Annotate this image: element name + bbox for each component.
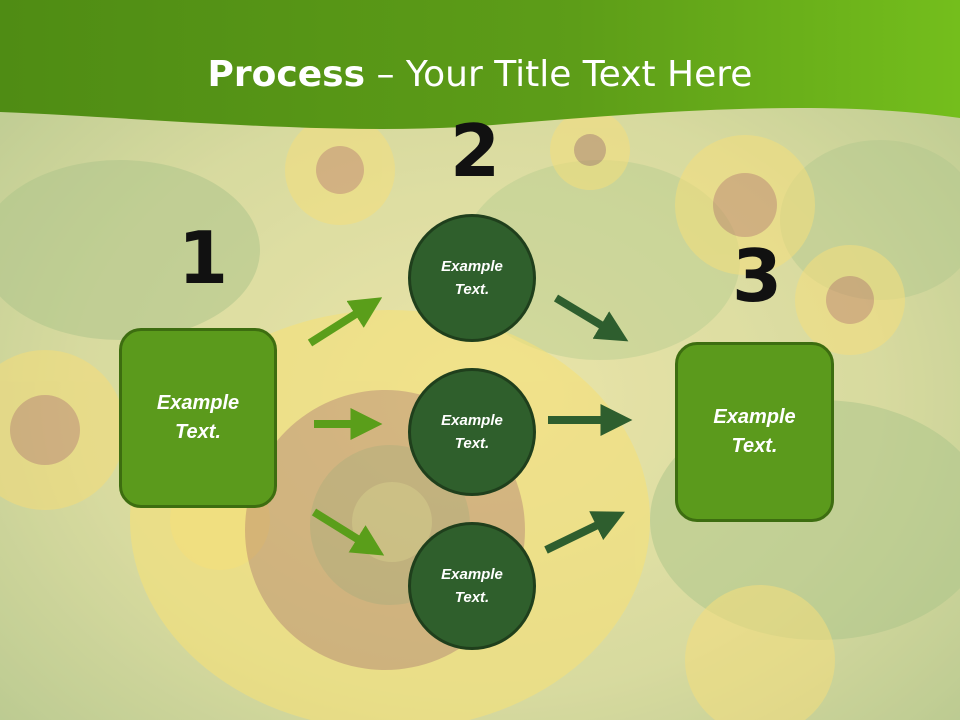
step-number-1: 1 [178, 216, 229, 300]
step-number-2: 2 [450, 109, 501, 193]
right-process-box: Example Text. [675, 342, 834, 522]
circle-middle-line1: Example [441, 412, 503, 429]
circle-top-line2: Text. [454, 281, 490, 298]
page-title: Process – Your Title Text Here [0, 54, 960, 95]
title-bold: Process [207, 54, 366, 95]
left-process-box: Example Text. [119, 328, 277, 508]
process-circle-top: Example Text. [408, 214, 536, 342]
left-box-line1: Example [156, 392, 240, 414]
left-box-line2: Text. [175, 421, 221, 443]
circle-bottom-line2: Text. [454, 589, 490, 606]
arrow-bottom-to-right [544, 511, 625, 554]
arrow-left-to-bottom [311, 508, 385, 556]
step-number-3: 3 [732, 234, 783, 318]
arrow-top-to-right [553, 294, 629, 342]
header-band [0, 0, 960, 129]
title-rest: – Your Title Text Here [365, 54, 753, 95]
right-box-line2: Text. [731, 435, 778, 457]
circle-middle-line2: Text. [454, 435, 490, 452]
right-box-line1: Example [713, 406, 796, 428]
circle-top-line1: Example [441, 258, 503, 275]
circle-bottom-line1: Example [441, 566, 503, 583]
arrow-left-to-top [307, 297, 383, 347]
process-circle-middle: Example Text. [408, 368, 536, 496]
process-circle-bottom: Example Text. [408, 522, 536, 650]
